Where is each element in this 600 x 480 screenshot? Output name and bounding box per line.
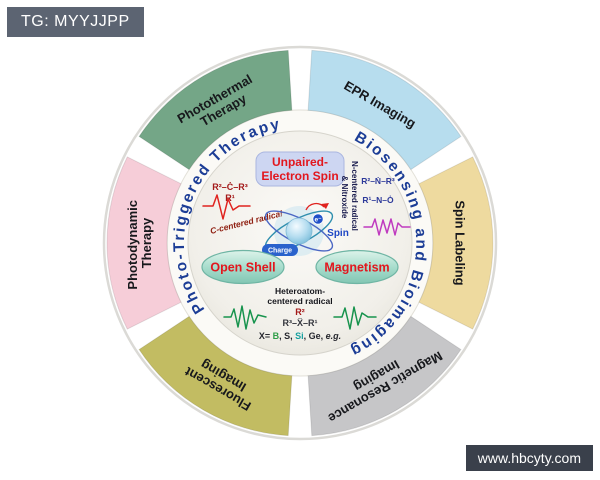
- nitrogen-radical-caption: N-centered radical & Nitroxide: [340, 161, 359, 233]
- watermark-tag-badge: TG: MYYJJPP: [7, 7, 144, 37]
- segment-fluorescent-imaging: [138, 315, 293, 437]
- electron-symbol: e⁻: [314, 217, 322, 224]
- magnetism-label: Magnetism: [324, 261, 389, 275]
- website-badge: www.hbcyty.com: [465, 445, 593, 471]
- segment-magnetic-resonance-imaging: [307, 315, 462, 437]
- unpaired-line2: Electron Spin: [261, 169, 338, 183]
- unpaired-box-background: [255, 151, 345, 187]
- magnetism-bubble: Magnetism: [315, 249, 399, 285]
- nitrogen-radical-row2: R¹–N–Ȯ: [362, 195, 394, 205]
- unpaired-line1: Unpaired-: [272, 155, 328, 169]
- atom-illustration: e⁻ Spin Charge: [262, 202, 349, 256]
- segment-spin-labeling: [418, 156, 494, 330]
- nitrogen-radical-row1: R²–Ṅ–R³: [361, 176, 395, 186]
- heteroatom-caption-line1: Heteroatom-: [275, 286, 325, 296]
- segment-photodynamic-therapy: [106, 156, 182, 330]
- nitrogen-radical-group: N-centered radical & Nitroxide R²–Ṅ–R³ R…: [340, 161, 411, 236]
- segment-epr-imaging: [307, 49, 462, 171]
- heteroatom-row1: R²: [295, 307, 305, 317]
- green-epr-signal-right: [333, 306, 377, 330]
- outer-rim: [102, 45, 498, 441]
- ring-segments: [106, 49, 494, 437]
- electron-dot: [312, 213, 324, 225]
- magenta-epr-signal: [363, 218, 411, 236]
- spin-arrow-icon: [305, 202, 325, 211]
- heteroatom-radical-group: Heteroatom- centered radical R² R³–Ẍ–R¹ …: [223, 286, 377, 341]
- heteroatom-row2: R³–Ẍ–R¹: [282, 318, 317, 328]
- red-epr-signal: [202, 194, 251, 220]
- open-shell-bubble: Open Shell: [201, 249, 285, 285]
- spin-arrowhead-icon: [321, 203, 329, 209]
- green-epr-signal-left: [223, 305, 267, 330]
- charge-pill: [262, 244, 298, 256]
- charge-label: Charge: [268, 248, 292, 255]
- carbon-radical-row1: R²–Ċ–R³: [212, 182, 248, 192]
- segment-label-photodynamic: Photodynamic Therapy: [125, 196, 154, 289]
- segment-photothermal-therapy: [138, 49, 293, 171]
- carbon-radical-row2: R¹: [225, 193, 235, 203]
- open-shell-label: Open Shell: [210, 261, 275, 275]
- spin-label: Spin: [327, 228, 349, 239]
- magnetism-ellipse: [315, 249, 399, 285]
- heteroatom-x-legend: X= B, S, Si, Ge, e.g.: [259, 331, 341, 341]
- unpaired-electron-spin-box: Unpaired- Electron Spin: [255, 151, 345, 187]
- segment-label-spin-labeling: Spin Labeling: [453, 200, 468, 285]
- nucleus: [285, 217, 313, 245]
- open-shell-ellipse: [201, 249, 285, 285]
- heteroatom-caption-line2: centered radical: [267, 296, 332, 306]
